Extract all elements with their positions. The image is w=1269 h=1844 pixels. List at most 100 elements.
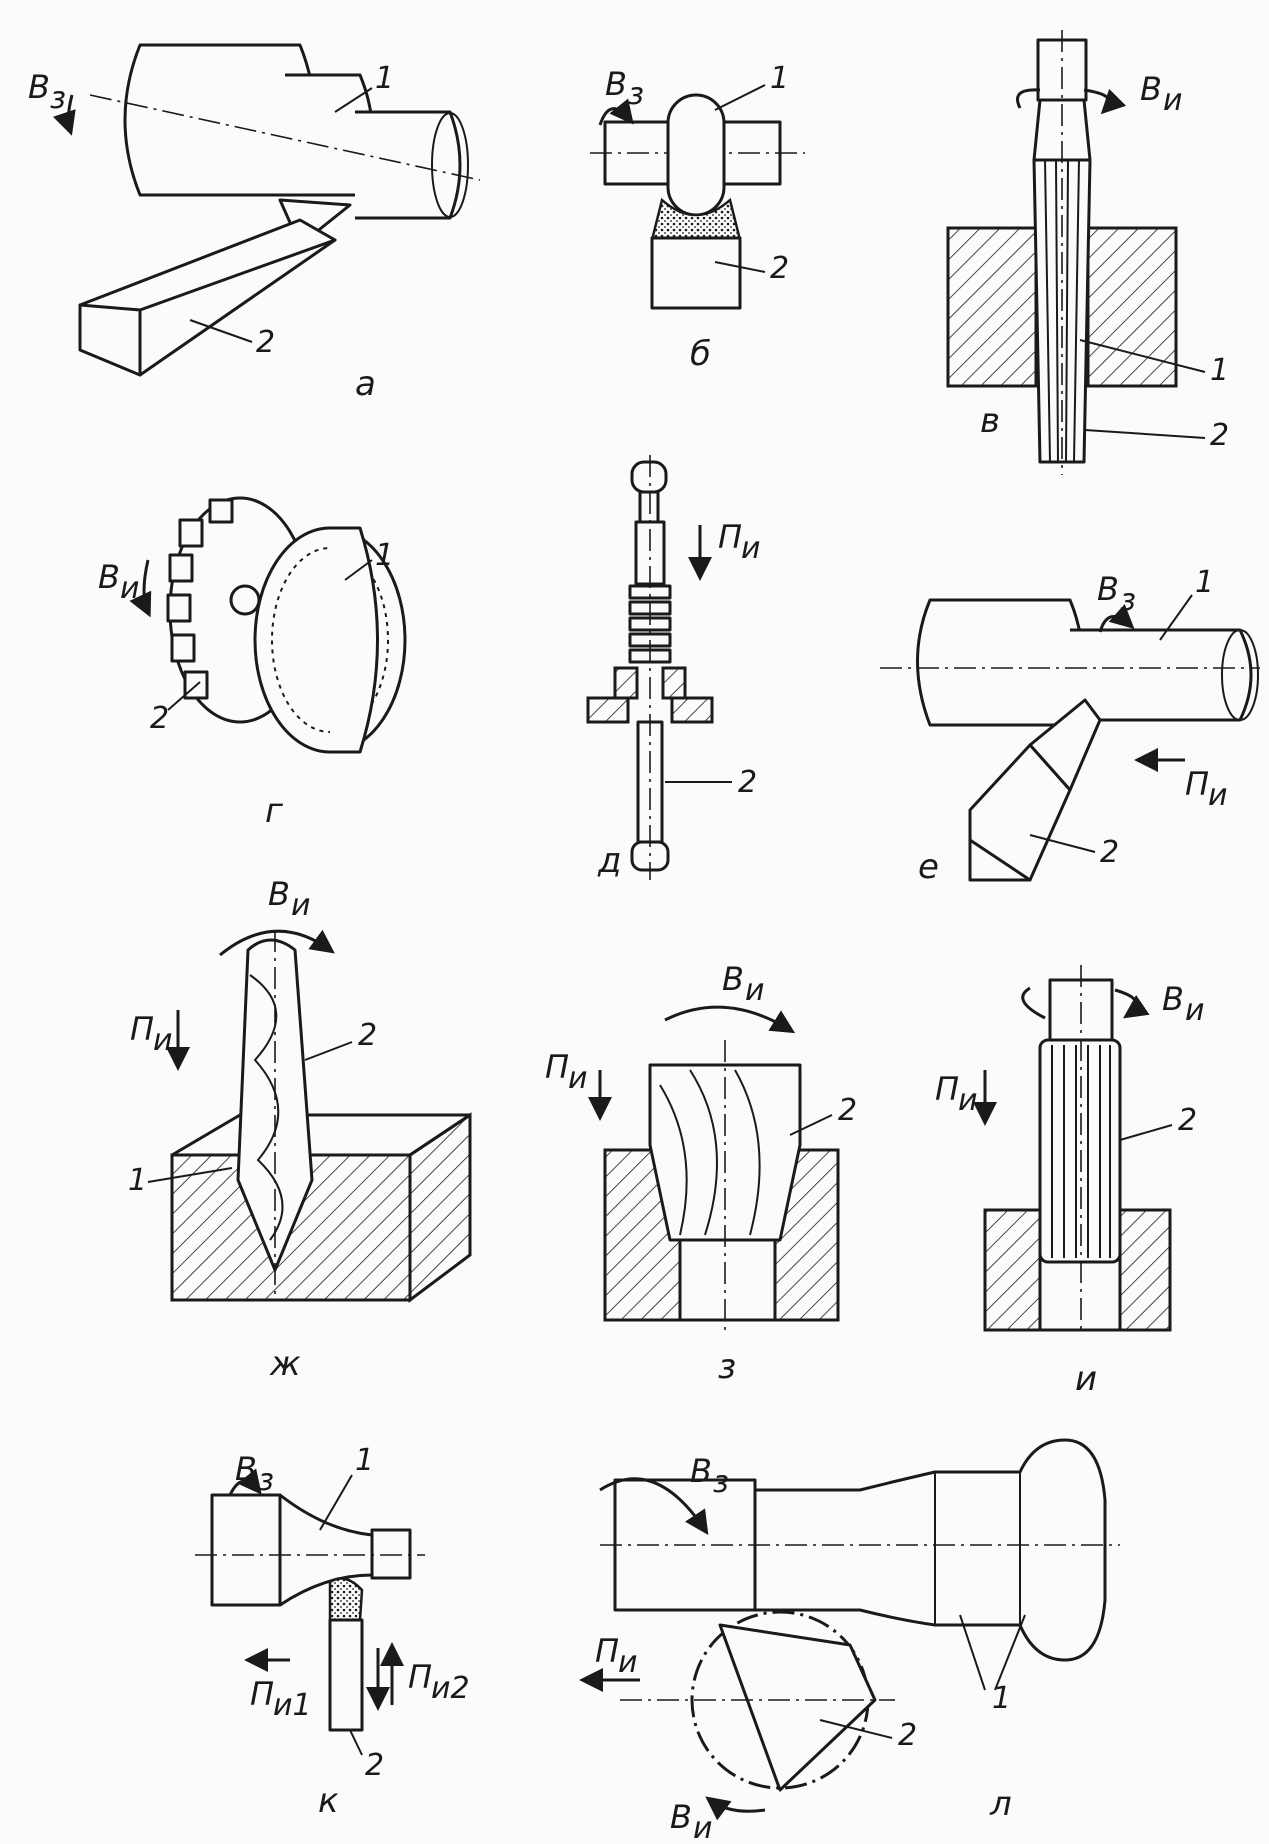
scheme-g-gear-cutting: В и 1 2 г <box>98 496 407 831</box>
motion-label-v-i: В <box>670 1798 692 1836</box>
part-label-2: 2 <box>770 251 789 286</box>
scheme-e-turning-feed: В з П и 1 2 е <box>880 565 1260 887</box>
abrasive-tool-tip <box>328 1577 364 1622</box>
abrasive-tool-tip <box>650 197 742 242</box>
workpiece-left <box>946 226 1038 388</box>
scheme-l-rotary-form: В з П и В и 1 2 л <box>579 1438 1120 1844</box>
fixture-left <box>586 696 630 724</box>
part-label-1: 1 <box>992 1681 1011 1716</box>
motion-label-v-z: В <box>235 1450 257 1488</box>
motion-label-v-z: В <box>28 68 50 106</box>
centerline <box>89 94 481 181</box>
part-label-2: 2 <box>365 1748 384 1783</box>
rotation-arrow <box>664 1005 796 1034</box>
drill-body <box>236 938 314 1272</box>
rotation-arrow <box>1016 90 1110 110</box>
gear-hub <box>330 526 379 754</box>
motion-label-v-i: В <box>722 960 744 998</box>
motion-label-p-i-sub: и <box>618 1645 638 1680</box>
rotation-arrow <box>228 1468 262 1496</box>
motion-label-p-i: П <box>718 518 742 556</box>
cutter-flutes <box>659 1069 761 1236</box>
motion-label-v-i: В <box>1162 980 1184 1018</box>
motion-label-v-i: В <box>1140 70 1162 108</box>
caption-l: л <box>989 1784 1012 1824</box>
scheme-z-counterboring: В и П и 2 з <box>545 960 857 1387</box>
motion-label-v-z-sub: з <box>50 81 66 116</box>
part-label-2: 2 <box>838 1093 857 1128</box>
motion-label-p-i-sub: и <box>568 1061 588 1096</box>
motion-label-v-z: В <box>690 1452 712 1490</box>
part-label-2: 2 <box>1210 418 1229 453</box>
caption-e: е <box>918 847 939 887</box>
scheme-k-form-grinding: В з П и1 П и2 1 2 к <box>195 1443 470 1821</box>
broach-neck <box>638 490 660 524</box>
scheme-v-reaming: В и 1 2 в <box>946 30 1229 475</box>
part-label-2: 2 <box>1178 1103 1197 1138</box>
rotation-arrow-top <box>599 1477 709 1535</box>
rotation-arrow <box>52 94 76 136</box>
part-label-2: 2 <box>1100 835 1119 870</box>
caption-g: г <box>265 791 284 831</box>
caption-b: б <box>690 334 711 374</box>
tool-body <box>328 1618 364 1732</box>
motion-label-p-i: П <box>545 1048 569 1086</box>
motion-label-p-i: П <box>130 1010 154 1048</box>
broach-head <box>630 460 668 494</box>
motion-label-p-i2-sub: и2 <box>431 1671 470 1706</box>
workpiece-right <box>1118 1208 1172 1332</box>
tool-body <box>650 236 742 310</box>
tool-edge <box>78 238 337 377</box>
part-label-2: 2 <box>256 325 275 360</box>
workpiece-side <box>408 1112 472 1303</box>
caption-d: д <box>597 841 622 881</box>
workpiece-right <box>661 666 687 700</box>
part-label-1: 1 <box>770 61 789 96</box>
part-label-1: 1 <box>1210 353 1229 388</box>
tool-cutting-edge <box>718 1623 877 1792</box>
rotation-arrow-bottom <box>705 1796 766 1821</box>
rotation-arrow <box>219 929 335 957</box>
motion-label-v-i-sub: и <box>1185 993 1205 1028</box>
motion-label-p-i-sub: и <box>958 1083 978 1118</box>
motion-label-p-i: П <box>595 1632 619 1670</box>
motion-label-v-z: В <box>605 65 627 103</box>
scheme-b-forming: В з 1 2 б <box>590 61 805 374</box>
motion-label-v-i-sub: и <box>745 973 765 1008</box>
part-label-1: 1 <box>375 61 394 96</box>
part-label-2: 2 <box>898 1718 917 1753</box>
scheme-zh-drilling: В и П и 2 1 ж <box>128 875 472 1384</box>
motion-label-v-i-sub: и <box>693 1811 713 1844</box>
part-label-2: 2 <box>738 765 757 800</box>
workpiece-right <box>1086 226 1178 388</box>
caption-a: а <box>355 364 376 404</box>
motion-label-p-i: П <box>935 1070 959 1108</box>
drill-flute <box>249 974 284 1241</box>
bore <box>678 1238 777 1322</box>
cutter-teeth <box>166 498 234 700</box>
caption-i: и <box>1075 1359 1097 1399</box>
fixture-right <box>670 696 714 724</box>
part-label-1: 1 <box>355 1443 374 1478</box>
part-label-2: 2 <box>358 1018 377 1053</box>
part-label-1: 1 <box>375 538 394 573</box>
rotation-arrow <box>1098 604 1135 633</box>
motion-label-p-i-sub: и <box>153 1023 173 1058</box>
motion-label-v-z-sub: з <box>628 77 644 112</box>
rotation-arrow <box>1021 986 1137 1018</box>
caption-k: к <box>318 1781 339 1821</box>
motion-label-p-i-sub: и <box>741 531 761 566</box>
part-label-2: 2 <box>150 701 169 736</box>
motion-label-v-i: В <box>268 875 290 913</box>
scheme-i-reaming-feed: В и П и 2 и <box>935 965 1205 1399</box>
motion-label-v-z-sub: з <box>713 1465 729 1500</box>
motion-label-v-i-sub: и <box>120 571 140 606</box>
motion-label-v-i: В <box>98 558 120 596</box>
motion-label-v-z: В <box>1097 570 1119 608</box>
motion-label-v-i-sub: и <box>291 888 311 923</box>
motion-label-p-i2: П <box>408 1658 432 1696</box>
rotation-arrow <box>598 98 634 126</box>
scheme-d-broaching: П и 2 д <box>586 455 761 881</box>
